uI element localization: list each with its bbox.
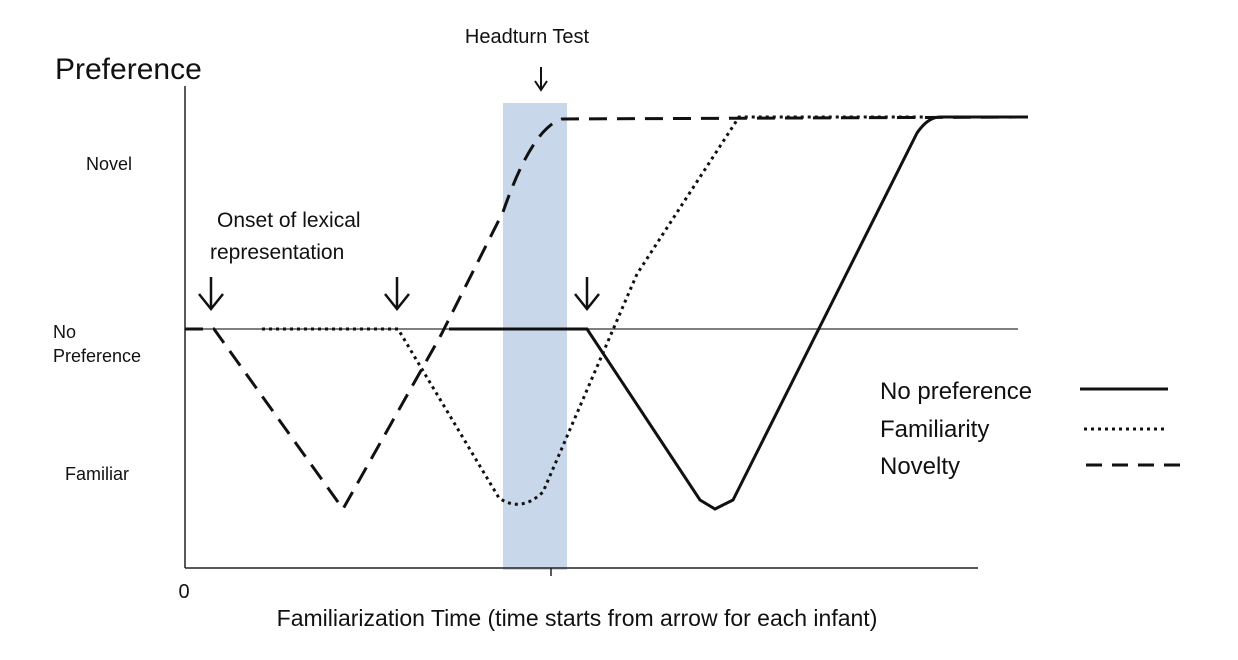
y-level-familiar: Familiar <box>65 464 129 484</box>
onset-label-line2: representation <box>210 241 344 264</box>
no-preference-curve <box>449 115 1028 511</box>
novelty-curve <box>185 115 1029 512</box>
familiarity-curve <box>262 115 925 506</box>
legend: No preference Familiarity Novelty <box>880 378 1184 480</box>
legend-label-no-preference: No preference <box>880 378 1032 405</box>
onset-arrow-1 <box>198 277 224 312</box>
headturn-test-label: Headturn Test <box>465 26 590 48</box>
headturn-test-band <box>503 103 567 570</box>
legend-label-familiarity: Familiarity <box>880 416 989 443</box>
y-axis-title: Preference <box>55 53 202 86</box>
legend-label-novelty: Novelty <box>880 453 960 480</box>
x-axis-title: Familiarization Time (time starts from a… <box>277 605 878 631</box>
onset-arrow-2 <box>384 277 410 312</box>
y-level-no-preference-line2: Preference <box>53 346 141 366</box>
onset-arrow-3 <box>574 277 600 312</box>
onset-label-line1: Onset of lexical <box>217 209 361 232</box>
headturn-test-arrow <box>534 67 548 92</box>
x-origin-label: 0 <box>178 581 189 603</box>
y-level-no-preference-line1: No <box>53 322 76 342</box>
y-level-novel: Novel <box>86 154 132 174</box>
